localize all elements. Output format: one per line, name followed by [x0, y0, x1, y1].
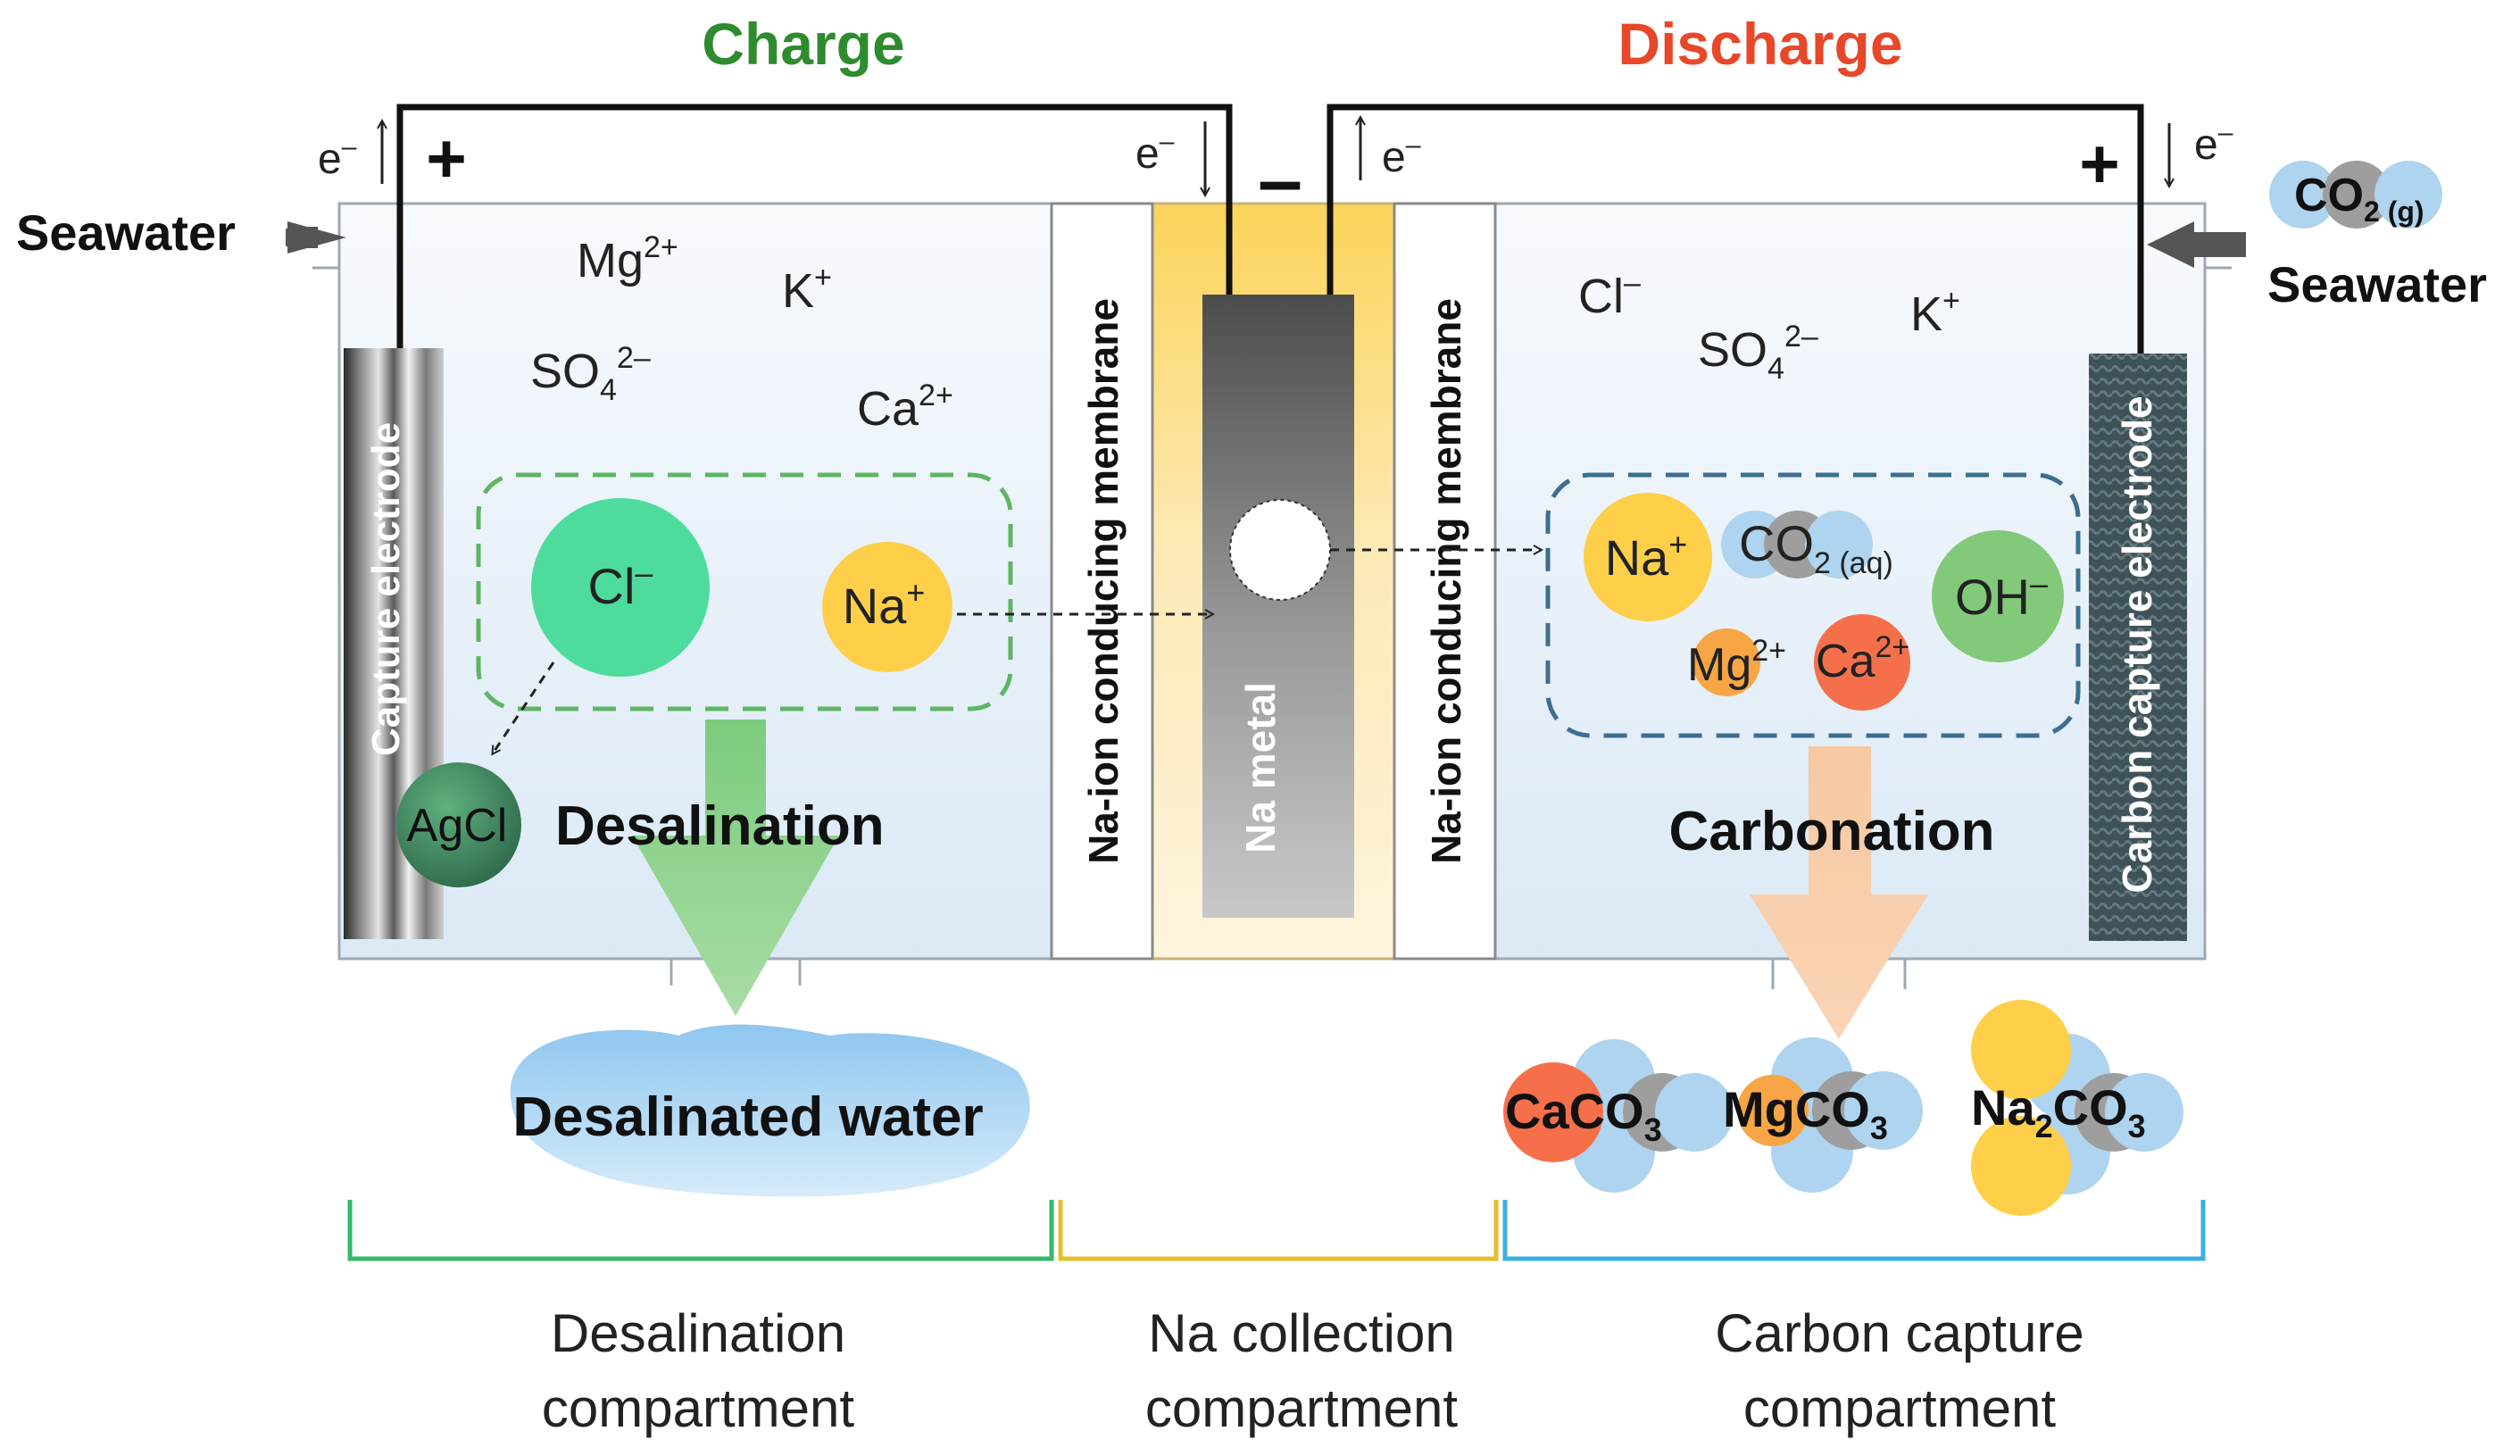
carbonation-process-label: Carbonation: [1668, 801, 1994, 862]
minus-sign-center: –: [1258, 136, 1302, 225]
desalinated-water-puddle: [510, 1024, 1030, 1197]
ion-k-right: K+: [1910, 284, 1960, 341]
oh-ion: OH–: [1932, 530, 2064, 662]
cl-to-agcl-arrow: [493, 661, 555, 753]
svg-text:e–: e–: [1382, 130, 1421, 181]
bracket-desalination: [347, 1200, 1054, 1261]
caco3-molecule: CaCO3: [1503, 1039, 1734, 1193]
na-ion-left: Na+: [822, 542, 952, 672]
mg-ion-right: Mg2+: [1687, 628, 1786, 696]
compartment-label-carbon-1: Carbon capture: [1715, 1303, 2084, 1363]
ion-so4-left: SO42–: [530, 341, 651, 407]
discharge-circuit-wire: [1327, 104, 2144, 354]
ion-cl-right: Cl–: [1578, 266, 1641, 323]
desalinated-water-label: Desalinated water: [512, 1086, 983, 1148]
compartment-label-desal-2: compartment: [542, 1378, 854, 1438]
svg-text:AgCl: AgCl: [407, 800, 508, 852]
cl-ion: Cl–: [531, 498, 710, 677]
na-metal-electrode: [1202, 295, 1354, 918]
seawater-right-label: Seawater: [2267, 256, 2487, 312]
ion-ca-left: Ca2+: [857, 379, 953, 436]
ion-so4-right: SO42–: [1698, 320, 1818, 386]
na-ion-right: Na+: [1584, 493, 1712, 621]
bracket-na-collection: [1058, 1200, 1499, 1261]
compartment-label-carbon-2: compartment: [1743, 1378, 2056, 1438]
carbon-electrode-label: Carbon capture electrode: [2114, 395, 2160, 893]
plus-sign-right: +: [2079, 124, 2120, 203]
na-metal-label: Na metal: [1237, 682, 1284, 853]
charge-circuit-wire: [396, 104, 1233, 348]
co2-aq-molecule: CO2 (aq): [1721, 511, 1893, 580]
carbon-capture-electrode: [2089, 354, 2187, 941]
membrane-left: [1050, 202, 1154, 961]
agcl-particle: AgCl: [396, 762, 521, 887]
ca-ion-right: Ca2+: [1814, 614, 1910, 711]
compartment-label-na-2: compartment: [1145, 1378, 1458, 1438]
membrane-left-label: Na-ion conducing membrane: [1080, 298, 1127, 864]
bracket-carbon-capture: [1502, 1200, 2206, 1261]
desalination-down-arrow: [632, 720, 839, 1016]
desal-ion-zone: [476, 472, 1013, 711]
svg-text:Mg2+: Mg2+: [1687, 634, 1786, 691]
compartment-label-desal-1: Desalination: [551, 1303, 845, 1363]
na-vacancy-circle: [1229, 499, 1331, 601]
compartment-label-na-1: Na collection: [1148, 1303, 1455, 1363]
na2co3-molecule: Na2CO3: [1971, 1000, 2183, 1216]
membrane-right: [1393, 202, 1497, 961]
svg-text:MgCO3: MgCO3: [1723, 1081, 1888, 1146]
ion-mg-left: Mg2+: [577, 230, 678, 287]
plus-sign-left: +: [426, 119, 467, 197]
seawater-left-arrow-shaft: [287, 227, 318, 248]
svg-text:e–: e–: [318, 132, 357, 183]
svg-text:OH–: OH–: [1955, 565, 2048, 625]
ion-k-left: K+: [782, 261, 832, 318]
discharge-title: Discharge: [1618, 11, 1902, 77]
electron-label-2: e–: [1135, 127, 1175, 178]
seawater-left-label: Seawater: [16, 204, 236, 261]
electron-label-4: e–: [2194, 118, 2233, 169]
co2-gas-molecule: CO2 (g): [2269, 161, 2442, 229]
svg-text:Na+: Na+: [843, 574, 926, 634]
charge-title: Charge: [702, 11, 904, 77]
svg-text:e–: e–: [1135, 127, 1175, 178]
mgco3-molecule: MgCO3: [1723, 1037, 1923, 1193]
capture-electrode-label: Capture electrode: [364, 422, 408, 756]
seawater-right-arrow: [2147, 221, 2194, 268]
svg-text:CO2 (aq): CO2 (aq): [1739, 515, 1893, 580]
svg-text:e–: e–: [2194, 118, 2233, 169]
svg-text:Cl–: Cl–: [588, 554, 653, 614]
membrane-right-label: Na-ion conducing membrane: [1423, 298, 1469, 864]
svg-text:CaCO3: CaCO3: [1505, 1083, 1662, 1148]
svg-text:Ca2+: Ca2+: [1816, 630, 1909, 687]
svg-text:CO2 (g): CO2 (g): [2294, 170, 2424, 228]
carbon-ion-zone: [1545, 472, 2081, 738]
carbonation-down-arrow: [1750, 746, 1928, 1039]
desalination-process-label: Desalination: [555, 795, 885, 857]
seawater-right-arrow-shaft: [2194, 232, 2246, 257]
electron-label-3: e–: [1382, 130, 1421, 181]
electron-label-1: e–: [318, 132, 357, 183]
svg-text:Na+: Na+: [1605, 526, 1688, 586]
svg-text:Na2CO3: Na2CO3: [1971, 1079, 2146, 1144]
